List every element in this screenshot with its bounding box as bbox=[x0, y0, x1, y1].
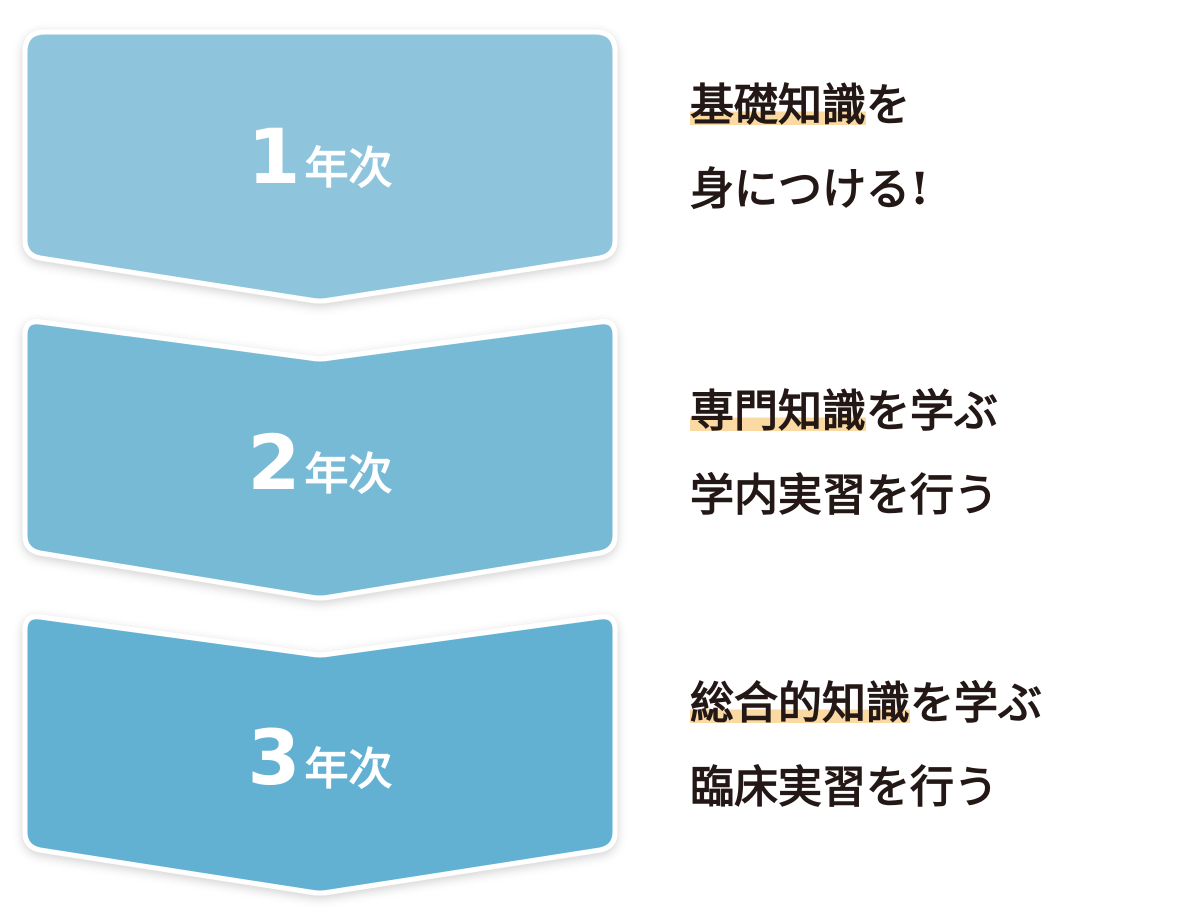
step-3-line1-rest: を学ぶ bbox=[910, 678, 1042, 729]
step-3-description: 総合的知識を学ぶ 臨床実習を行う bbox=[690, 662, 1042, 830]
step-2-number: 2 bbox=[247, 418, 301, 507]
step-1-unit: 年次 bbox=[304, 143, 393, 194]
step-2-line2: 学内実習を行う bbox=[690, 470, 998, 521]
step-3-label: 3年次 bbox=[25, 713, 615, 802]
step-3-line2: 臨床実習を行う bbox=[690, 762, 998, 813]
step-3-number: 3 bbox=[247, 713, 301, 802]
step-2-chevron bbox=[22, 319, 618, 601]
step-1-chevron bbox=[22, 29, 618, 304]
step-1-number: 1 bbox=[247, 112, 301, 201]
step-2-description: 専門知識を学ぶ 学内実習を行う bbox=[690, 370, 998, 538]
step-2-line1-rest: を学ぶ bbox=[866, 386, 998, 437]
step-3-highlight: 総合的知識 bbox=[690, 678, 910, 729]
step-1-line1-rest: を bbox=[866, 80, 910, 131]
step-1-description: 基礎知識を 身につける! bbox=[690, 64, 929, 232]
step-1-label: 1年次 bbox=[25, 112, 615, 201]
step-2-unit: 年次 bbox=[304, 449, 393, 500]
step-1-line2: 身につける! bbox=[690, 164, 930, 215]
step-3-unit: 年次 bbox=[304, 744, 393, 795]
step-2-highlight: 専門知識 bbox=[690, 386, 866, 437]
step-3-chevron bbox=[22, 614, 618, 896]
step-2-label: 2年次 bbox=[25, 418, 615, 507]
step-1-highlight: 基礎知識 bbox=[690, 80, 866, 131]
